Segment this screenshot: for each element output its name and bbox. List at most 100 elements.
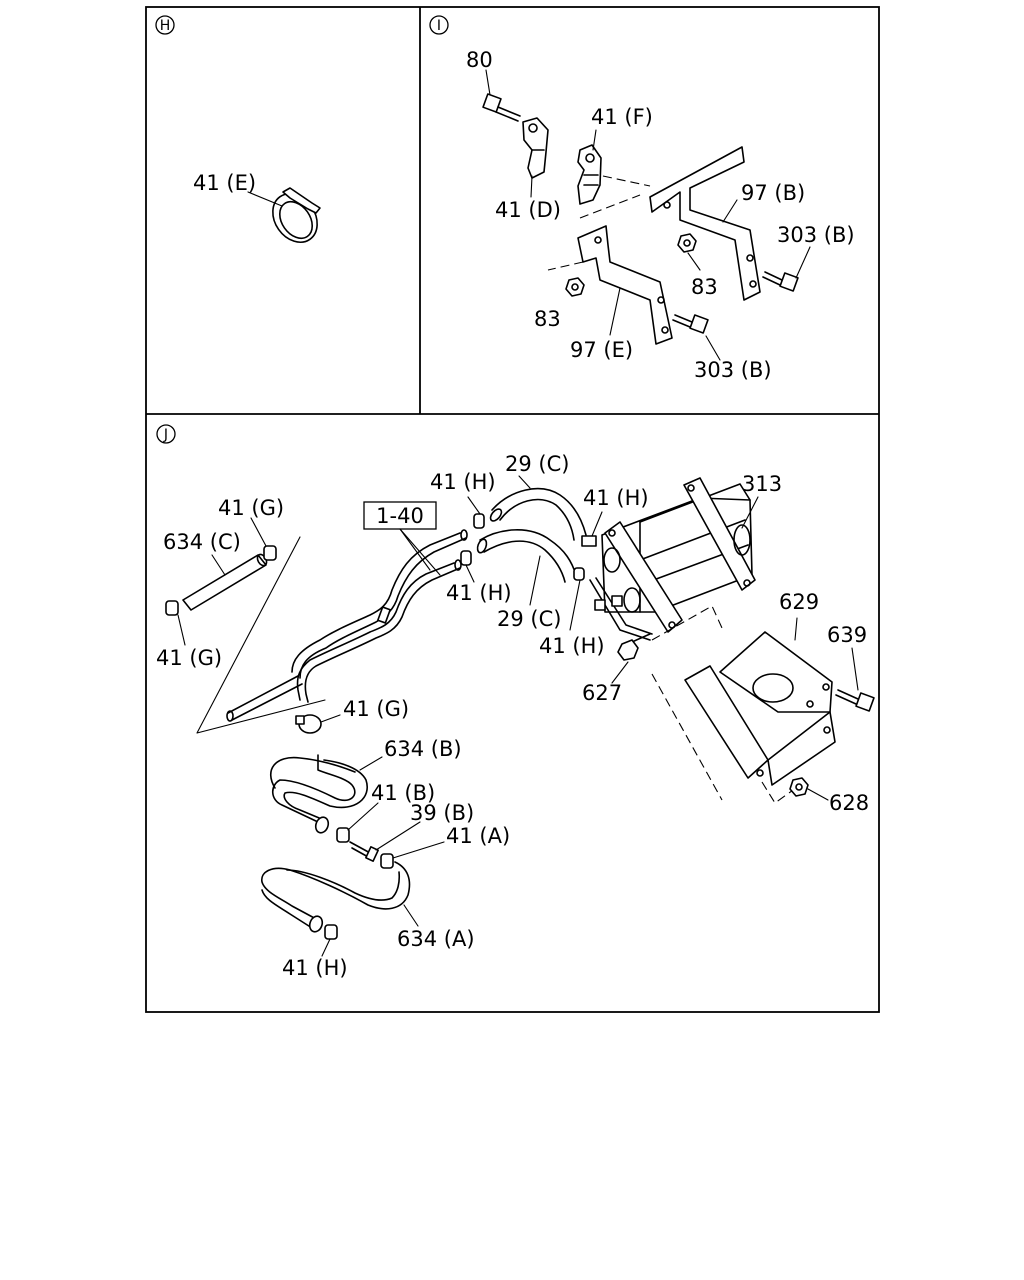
label-41a: 41 (A) [446,824,510,848]
leader-313 [741,496,759,529]
label-41d: 41 (D) [495,198,561,222]
leader-41h-bottom [321,938,331,957]
leader-39b [375,821,421,851]
bolt-303b-top [762,271,799,292]
heater-unit-313 [601,477,756,633]
label-83-right: 83 [691,275,718,299]
label-41h-top: 41 (H) [430,470,496,494]
clamp-41a [380,853,394,869]
section-marker-h: H [155,15,175,35]
hose-clamp-41e [272,187,321,243]
leader-83-right [687,252,701,271]
svg-text:1-40: 1-40 [376,504,424,528]
leader-634c [211,554,226,576]
svg-text:H: H [160,18,171,34]
leader-628 [807,788,829,801]
leader-41h-right [569,579,581,631]
label-80: 80 [466,48,493,72]
leader-634a [403,904,419,927]
dash-97e [547,261,584,271]
label-629: 629 [779,590,819,614]
leader-627 [611,661,629,684]
callout-1-40: 1-40 [363,501,437,530]
label-29c-top: 29 (C) [505,452,569,476]
label-97b: 97 (B) [741,181,805,205]
leader-303b-top [795,246,811,279]
leader-303b-bottom [705,335,721,361]
hose-29c-top [489,487,587,541]
bolt-639 [835,689,875,712]
leader-629 [794,617,798,641]
diagram-frame [145,6,880,1013]
leader-29c-bottom [529,555,541,606]
dash-41f [602,175,651,187]
label-313: 313 [742,472,782,496]
label-634a: 634 (A) [397,927,475,951]
leader-41g-left [177,614,186,646]
label-41g-top: 41 (G) [218,496,284,520]
label-39b: 39 (B) [410,801,474,825]
leader-634b [359,756,383,771]
bracket-97e [577,225,673,345]
label-627: 627 [582,681,622,705]
clamp-41h-bottom [324,924,338,940]
label-303b-top: 303 (B) [777,223,855,247]
leader-97e [609,287,621,336]
outline-triangle [196,536,326,734]
joint-39b [349,841,379,862]
clamp-41g-left [165,600,179,616]
leader-1-40-b [399,528,441,576]
label-29c-bottom: 29 (C) [497,607,561,631]
label-41f: 41 (F) [591,105,653,129]
clamp-41h-mid [460,550,472,566]
label-41e: 41 (E) [193,171,256,195]
leader-80 [485,69,491,96]
leader-29c-top [518,475,531,489]
clamp-41g-top [263,545,277,561]
leader-41f [592,129,597,151]
label-639: 639 [827,623,867,647]
clamp-41g-mid [295,714,322,734]
dash-support-left [651,673,723,801]
section-marker-i: I [429,15,449,35]
bolt-627 [617,633,651,661]
clip-41f [577,144,602,205]
clamp-41b [336,827,350,843]
nut-628 [789,777,809,797]
hose-29c-bottom [476,529,577,583]
leader-639 [851,647,859,691]
leader-41a [392,841,445,859]
support-bracket-629 [684,631,836,786]
hose-634b [270,754,368,834]
label-41h-top-right: 41 (H) [583,486,649,510]
svg-text:I: I [437,18,441,34]
label-83-left: 83 [534,307,561,331]
hose-634a [261,861,411,933]
label-41h-mid: 41 (H) [446,581,512,605]
label-41g-left: 41 (G) [156,646,222,670]
heater-pipes [589,577,653,641]
label-41b: 41 (B) [371,781,435,805]
bolt-80 [482,93,521,122]
leader-41h-top-right [591,511,603,537]
dash-support-top [651,605,723,641]
section-marker-j: J [156,424,176,444]
clip-41d [522,117,549,179]
leader-41g-mid [320,714,341,723]
leader-41g-top [250,517,267,547]
leader-97b [722,199,738,223]
label-634b: 634 (B) [384,737,462,761]
tube-634c [182,553,268,611]
leader-41h-top [467,496,481,515]
label-634c: 634 (C) [163,530,241,554]
bolt-303b-bottom [672,314,709,334]
nut-83-left [565,277,585,297]
leader-41e [247,191,283,207]
clamp-41h-right [573,567,585,581]
svg-text:J: J [163,427,168,443]
clamp-41h-top-right [581,535,597,547]
label-303b-bottom: 303 (B) [694,358,772,382]
label-41g-mid: 41 (G) [343,697,409,721]
label-97e: 97 (E) [570,338,633,362]
